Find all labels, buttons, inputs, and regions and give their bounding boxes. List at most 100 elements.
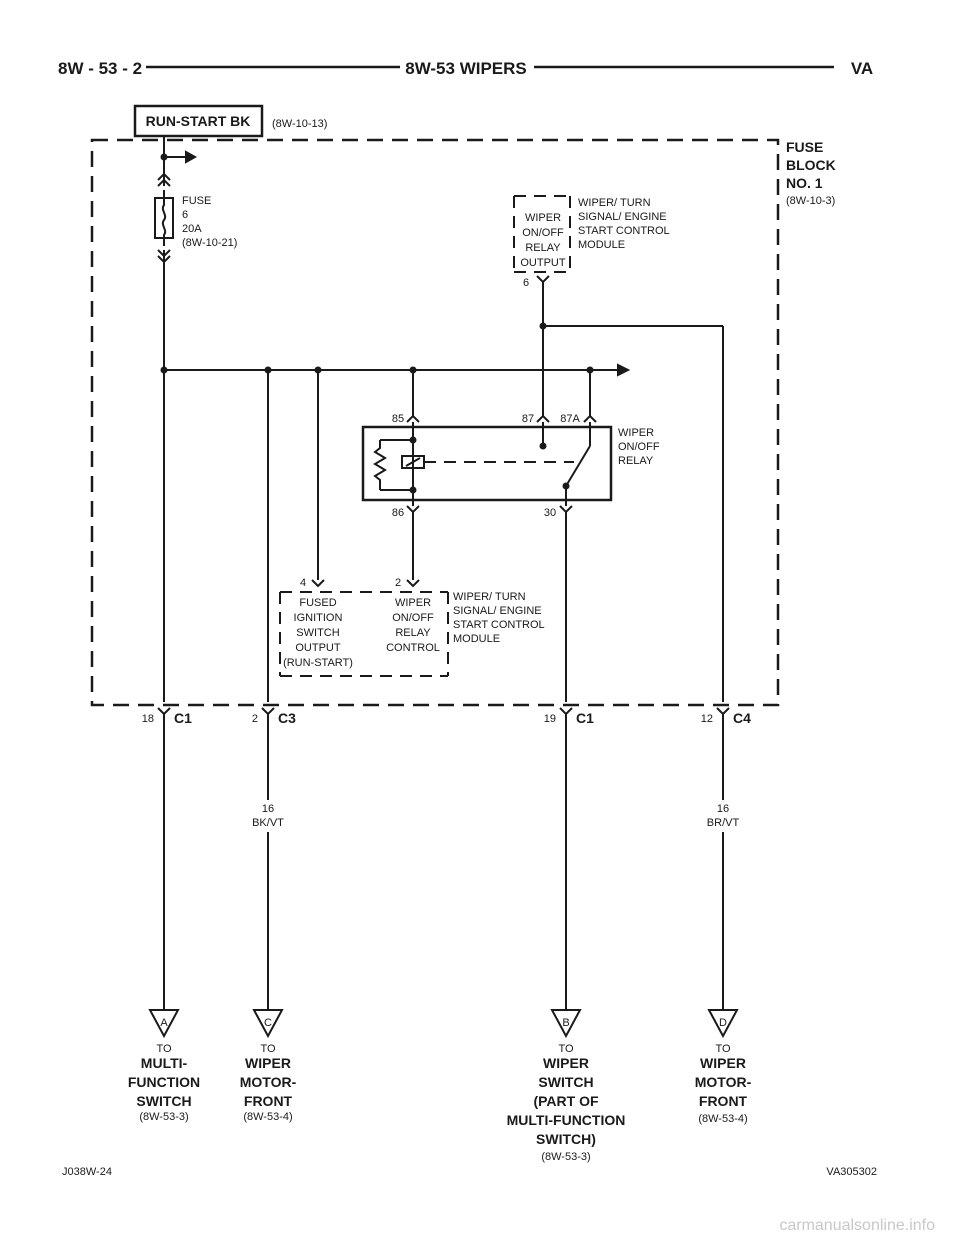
connector-c1-left: C1 — [174, 710, 192, 726]
destination-a: A TO MULTI- FUNCTION SWITCH (8W-53-3) — [128, 1017, 200, 1123]
splice-dots — [160, 153, 594, 494]
wire-labels: 16 BK/VT 16 BR/VT — [252, 803, 739, 829]
source-label: RUN-START BK — [146, 113, 251, 129]
connector-c4: C4 — [733, 710, 751, 726]
connector-c3: C3 — [278, 710, 296, 726]
page-code: 8W - 53 - 2 — [58, 59, 142, 78]
module-bottom-left-4: OUTPUT — [295, 642, 341, 654]
module-top-output-1: WIPER — [525, 212, 561, 224]
destination-c-ref: (8W-53-4) — [243, 1111, 292, 1123]
wire-gauge-right: 16 — [717, 803, 729, 815]
module-top-name-4: MODULE — [578, 239, 625, 251]
wiring — [148, 136, 739, 1039]
module-bottom-name-1: WIPER/ TURN — [453, 591, 526, 603]
module-bottom-right-2: ON/OFF — [392, 612, 434, 624]
module-top-pin: 6 — [523, 277, 529, 289]
module-bottom-left-3: SWITCH — [296, 627, 339, 639]
destination-c-line1: WIPER — [245, 1055, 291, 1071]
footer-right-code: VA305302 — [826, 1166, 877, 1178]
relay-pin-30: 30 — [544, 507, 556, 519]
destination-c-letter: C — [264, 1017, 272, 1029]
destination-a-line3: SWITCH — [136, 1093, 191, 1109]
destination-d-line3: FRONT — [699, 1093, 748, 1109]
module-top-output-4: OUTPUT — [520, 257, 566, 269]
fuse-line3: 20A — [182, 223, 202, 235]
destination-d-to: TO — [715, 1043, 731, 1055]
module-top-output-2: ON/OFF — [522, 227, 564, 239]
model-code: VA — [851, 59, 873, 78]
destination-d-letter: D — [719, 1017, 727, 1029]
module-top-output-3: RELAY — [525, 242, 561, 254]
connector-pin-18: 18 — [142, 713, 154, 725]
module-bottom-pin-left: 4 — [300, 577, 306, 589]
source-box — [133, 104, 264, 138]
module-bottom-right-1: WIPER — [395, 597, 431, 609]
module-bottom-labels: 4 2 FUSED IGNITION SWITCH OUTPUT (RUN-ST… — [283, 577, 545, 669]
destination-b-to: TO — [558, 1043, 574, 1055]
module-bottom-right-3: RELAY — [395, 627, 431, 639]
fuse-block-line1: FUSE — [786, 139, 823, 155]
module-bottom-left-5: (RUN-START) — [283, 657, 353, 669]
connector-pin-12: 12 — [701, 713, 713, 725]
destination-b-ref: (8W-53-3) — [541, 1151, 590, 1163]
module-bottom-name-3: START CONTROL — [453, 619, 545, 631]
destination-c: C TO WIPER MOTOR- FRONT (8W-53-4) — [240, 1017, 297, 1123]
source-ref: (8W-10-13) — [272, 118, 327, 130]
power-source: RUN-START BK (8W-10-13) — [133, 104, 327, 138]
relay-name-1: WIPER — [618, 427, 654, 439]
destination-b-letter: B — [562, 1017, 569, 1029]
footer-left-code: J038W-24 — [62, 1166, 112, 1178]
relay-pin-87: 87 — [522, 413, 534, 425]
relay-name-2: ON/OFF — [618, 441, 660, 453]
relay-box — [361, 425, 613, 502]
destination-a-ref: (8W-53-3) — [139, 1111, 188, 1123]
module-bottom-right-4: CONTROL — [386, 642, 440, 654]
module-top-name-2: SIGNAL/ ENGINE — [578, 211, 667, 223]
destination-a-to: TO — [156, 1043, 172, 1055]
module-top-name-1: WIPER/ TURN — [578, 197, 651, 209]
destination-d-line1: WIPER — [700, 1055, 746, 1071]
wire-color-left: BK/VT — [252, 817, 284, 829]
fuse-block-label: FUSE BLOCK NO. 1 (8W-10-3) — [786, 139, 836, 207]
connector-labels: 18 C1 2 C3 19 C1 12 C4 — [142, 710, 751, 726]
connector-pin-2: 2 — [252, 713, 258, 725]
destination-d-line2: MOTOR- — [695, 1074, 752, 1090]
relay-pin-85: 85 — [392, 413, 404, 425]
module-bottom-pin-right: 2 — [395, 577, 401, 589]
module-top-labels: WIPER ON/OFF RELAY OUTPUT 6 WIPER/ TURN … — [520, 197, 669, 289]
destination-d-ref: (8W-53-4) — [698, 1113, 747, 1125]
page-header: 8W - 53 - 2 8W-53 WIPERS VA — [58, 59, 873, 78]
fuse-ref: (8W-10-21) — [182, 237, 237, 249]
connector-pin-19: 19 — [544, 713, 556, 725]
destination-b: B TO WIPER SWITCH (PART OF MULTI-FUNCTIO… — [507, 1017, 626, 1163]
destination-c-line2: MOTOR- — [240, 1074, 297, 1090]
destination-a-line2: FUNCTION — [128, 1074, 200, 1090]
module-bottom-left-1: FUSED — [299, 597, 336, 609]
wire-color-right: BR/VT — [707, 817, 740, 829]
destination-b-line1: WIPER — [543, 1055, 589, 1071]
destination-b-line2: SWITCH — [538, 1074, 593, 1090]
module-bottom-name-4: MODULE — [453, 633, 500, 645]
module-top-name-3: START CONTROL — [578, 225, 670, 237]
relay-pin-86: 86 — [392, 507, 404, 519]
fuse-block-ref: (8W-10-3) — [786, 195, 835, 207]
wire-gauge-left: 16 — [262, 803, 274, 815]
destination-a-line1: MULTI- — [141, 1055, 188, 1071]
destination-a-letter: A — [160, 1017, 168, 1029]
destination-c-to: TO — [260, 1043, 276, 1055]
destination-c-line3: FRONT — [244, 1093, 293, 1109]
relay-name-3: RELAY — [618, 455, 654, 467]
fuse-block-line2: BLOCK — [786, 157, 836, 173]
fuse-block-line3: NO. 1 — [786, 175, 823, 191]
module-bottom-name-2: SIGNAL/ ENGINE — [453, 605, 542, 617]
destination-b-line3: (PART OF — [533, 1093, 599, 1109]
destination-b-line4: MULTI-FUNCTION — [507, 1112, 626, 1128]
destination-d: D TO WIPER MOTOR- FRONT (8W-53-4) — [695, 1017, 752, 1125]
watermark: carmanualsonline.info — [779, 1217, 935, 1234]
fuse-label: FUSE 6 20A (8W-10-21) — [182, 195, 237, 249]
destination-b-line5: SWITCH) — [536, 1131, 596, 1147]
page-title: 8W-53 WIPERS — [405, 59, 527, 78]
relay-pin-87a: 87A — [560, 413, 580, 425]
